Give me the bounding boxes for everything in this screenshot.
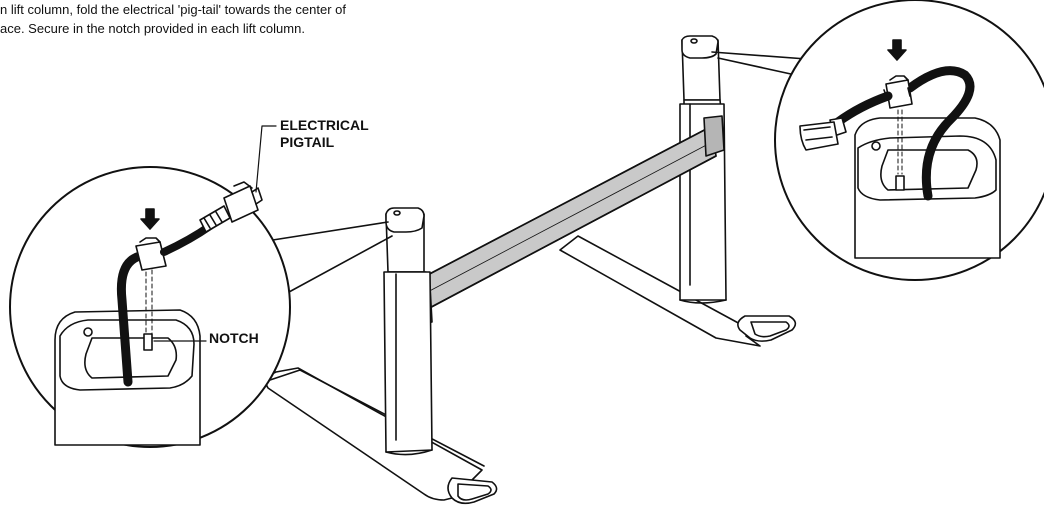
electrical-pigtail-label: ELECTRICAL PIGTAIL [280, 117, 369, 151]
pigtail-leader [255, 125, 277, 193]
right-bracket [703, 115, 725, 157]
left-foot [265, 367, 498, 505]
right-detail-view [711, 0, 1044, 281]
pigtail-label-line-2: PIGTAIL [280, 134, 335, 150]
notch-label: NOTCH [209, 330, 259, 346]
instruction-text: n lift column, fold the electrical 'pig-… [0, 0, 470, 38]
down-arrow-icon [887, 39, 907, 61]
left-detail-view [9, 166, 393, 448]
instruction-line-2: ace. Secure in the notch provided in eac… [0, 21, 305, 36]
instruction-line-1: n lift column, fold the electrical 'pig-… [0, 2, 347, 17]
right-foot [559, 235, 797, 347]
callout-leaders [153, 125, 277, 342]
pigtail-label-line-1: ELECTRICAL [280, 117, 369, 133]
down-arrow-icon [140, 208, 160, 230]
left-lift-column [383, 207, 433, 456]
